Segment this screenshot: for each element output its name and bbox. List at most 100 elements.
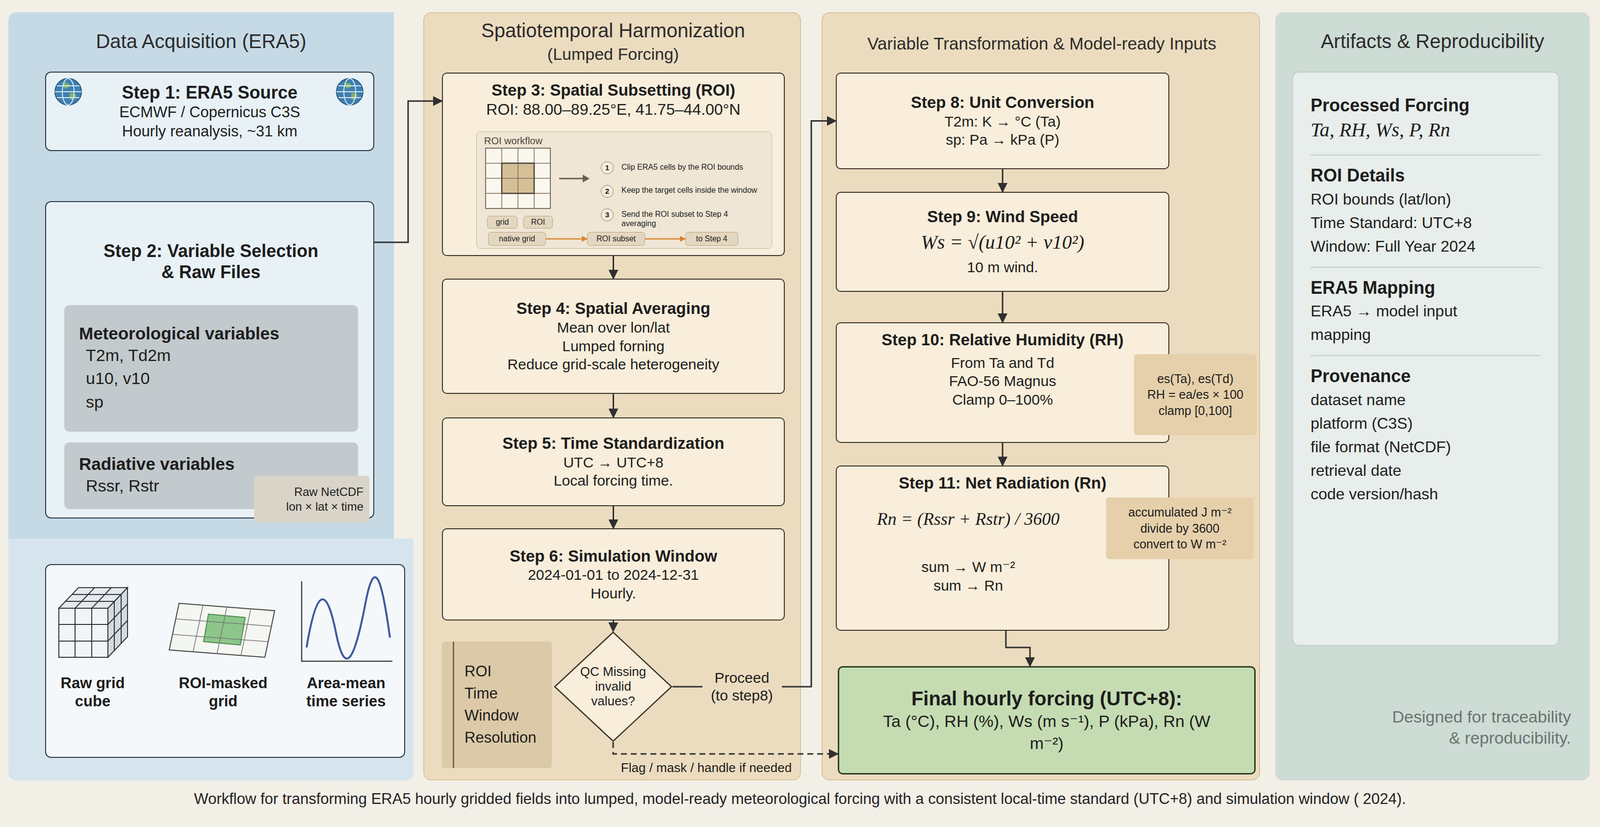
node-text: Window — [464, 704, 519, 727]
node-text: lon × lat × time — [286, 499, 364, 515]
node-text: Raw NetCDF — [294, 484, 364, 500]
globe-icon — [336, 78, 363, 105]
process-box: Step 6: Simulation Window2024-01-01 to 2… — [441, 528, 785, 621]
node-text: Meteorological variables — [78, 323, 280, 344]
connector — [612, 393, 615, 418]
globe-body — [336, 78, 363, 105]
formula-note: es(Ta), es(Td)RH = ea/es × 100clamp [0,1… — [1134, 354, 1257, 436]
connector — [645, 238, 686, 240]
node-text: to Step 4 — [696, 233, 728, 244]
node-text: code version/hash — [1310, 482, 1439, 506]
connector — [1002, 291, 1004, 323]
globe-icon — [54, 78, 82, 105]
node-text: u10, v10 — [78, 366, 150, 391]
process-box: Step 4: Spatial AveragingMean over lon/l… — [441, 278, 785, 394]
node-text: sp — [78, 390, 104, 414]
process-box: Step 1: ERA5 SourceECMWF / Copernicus C3… — [45, 71, 375, 152]
node-text: Raw grid cube — [46, 673, 140, 711]
node-text: Step 5: Time Standardization — [502, 433, 724, 454]
diamond-shape — [554, 632, 672, 742]
map-gridlines — [172, 605, 272, 656]
node-text: Step 6: Simulation Window — [509, 546, 718, 567]
node-text: 1 — [605, 163, 610, 173]
flow-pill: native grid — [488, 232, 546, 246]
node-text: ROI: 88.00–89.25°E, 41.75–44.00°N — [486, 100, 741, 119]
node-text: Data Acquisition (ERA5) — [8, 29, 394, 53]
node-text: Final hourly forcing (UTC+8): — [911, 686, 1183, 711]
node-text: ERA5 Mapping — [1310, 266, 1541, 300]
process-box: Step 5: Time StandardizationUTC → UTC+8L… — [441, 417, 785, 507]
panel: Spatiotemporal Harmonization(Lumped Forc… — [423, 12, 801, 781]
node-text: Ta, RH, Ws, P, Rn — [1310, 117, 1451, 143]
map-sheet — [169, 603, 275, 658]
node-text: ROI Details — [1310, 154, 1541, 188]
connector — [612, 620, 615, 632]
edge-label: Flag / mask / handle if needed — [618, 759, 795, 777]
node-text: 3 — [605, 210, 610, 220]
tag-pill: grid — [487, 215, 518, 229]
flow-pill: ROI subset — [587, 232, 646, 246]
node-text: es(Ta), es(Td) — [1157, 370, 1234, 388]
node-text: Keep the target cells inside the window — [621, 185, 762, 195]
node-text: ERA5 → model input mapping — [1310, 299, 1507, 347]
panel: Data Acquisition (ERA5) Step 1: ERA5 Sour… — [8, 12, 414, 781]
node-text: T2m: K → °C (Ta) — [944, 112, 1061, 131]
node-text: Reduce grid-scale heterogeneity — [507, 355, 720, 374]
node-text: ROI — [464, 660, 492, 683]
node-text: Radiative variables — [78, 453, 235, 475]
node-text: Hourly reanalysis, ~31 km — [122, 122, 298, 142]
node-text: Step 11: Net Radiation (Rn) — [898, 473, 1107, 493]
caption: Workflow for transforming ERA5 hourly gr… — [8, 789, 1592, 808]
process-box: Step 8: Unit ConversionT2m: K → °C (Ta)s… — [835, 72, 1170, 170]
globe-parallels — [336, 85, 363, 98]
node-text: Step 4: Spatial Averaging — [516, 298, 711, 319]
node-text: (Lumped Forcing) — [424, 44, 802, 65]
node-text: Resolution — [464, 726, 537, 749]
node-text: Clamp 0–100% — [952, 390, 1053, 410]
formula-note: accumulated J m⁻²divide by 3600convert t… — [1106, 497, 1254, 560]
process-box: Step 10: Relative Humidity (RH)From Ta a… — [835, 322, 1170, 443]
cube-front — [58, 608, 108, 658]
node-text: Lumped forning — [562, 336, 665, 356]
node-text: Designed for traceability & reproducibil… — [1384, 706, 1572, 749]
node-text: Time — [464, 682, 498, 705]
tag-pill: ROI — [523, 215, 553, 229]
node-text: UTC → UTC+8 — [563, 453, 664, 472]
node-text: native grid — [498, 233, 536, 244]
process-box: Step 9: Wind SpeedWs = √(u10² + v10²)10 … — [835, 191, 1170, 292]
connector — [1002, 169, 1004, 192]
node-text: Step 9: Wind Speed — [927, 206, 1079, 227]
node-text: Time Standard: UTC+8 — [1310, 210, 1472, 235]
node-text: T2m, Td2m — [78, 343, 171, 368]
node-text: ROI workflow — [484, 134, 583, 147]
node-text: grid — [495, 217, 510, 227]
node-text: Window: Full Year 2024 — [1310, 234, 1476, 259]
node-text: Send the ROI subset to Step 4 averaging — [621, 209, 762, 229]
variable-group: Meteorological variablesT2m, Td2mu10, v1… — [64, 305, 359, 432]
node-text: Processed Forcing — [1310, 94, 1470, 118]
node-text: ECMWF / Copernicus C3S — [119, 103, 301, 123]
node-text: Area-mean time series — [293, 673, 399, 711]
grid-frame — [485, 148, 551, 209]
node-text: Mean over lon/lat — [556, 318, 670, 337]
node-text: ROI-masked grid — [166, 673, 280, 711]
checklist-box: ROITimeWindowResolution — [441, 641, 552, 769]
globe-body — [54, 78, 82, 105]
node-text: Step 1: ERA5 Source — [121, 81, 298, 104]
node-text: sum → W m⁻² — [921, 557, 1016, 577]
node-text: 10 m wind. — [966, 258, 1038, 277]
node-text: Step 2: Variable Selection & Raw Files — [98, 240, 324, 283]
step-number: 3 — [600, 208, 614, 222]
node-text: 2024-01-01 to 2024-12-31 — [527, 565, 699, 585]
cube-gridlines — [58, 587, 128, 658]
node-text: Local forcing time. — [553, 471, 673, 491]
node-text: 2 — [605, 186, 610, 196]
node-text: Provenance — [1310, 355, 1541, 388]
node-text: clamp [0,100] — [1158, 402, 1233, 419]
node-text: Spatiotemporal Harmonization — [424, 18, 802, 43]
node-text: divide by 3600 — [1140, 520, 1220, 537]
step-number: 2 — [600, 184, 614, 198]
node-text: FAO-56 Magnus — [949, 371, 1057, 391]
panel: Variable Transformation & Model-ready In… — [821, 12, 1261, 781]
